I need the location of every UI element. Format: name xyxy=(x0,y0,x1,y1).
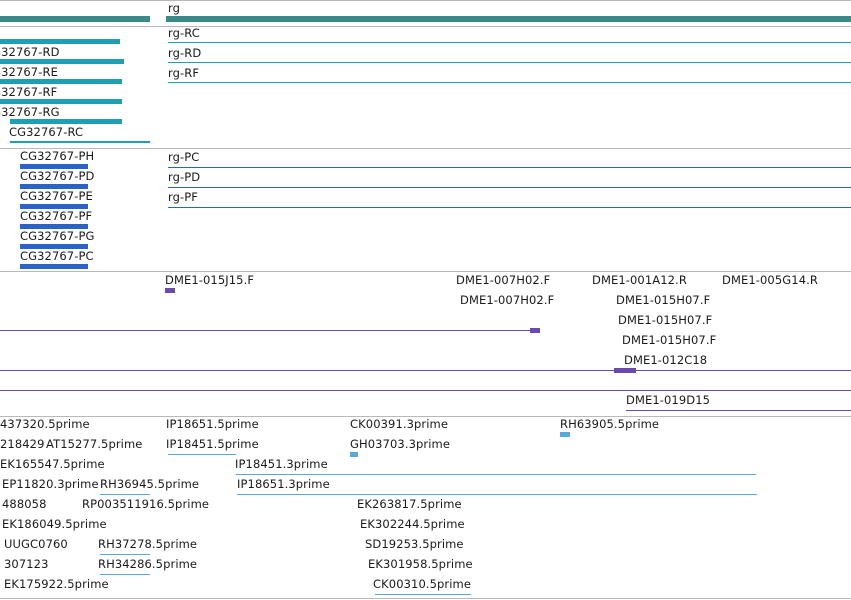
est-label[interactable]: DME1-012C18 xyxy=(624,353,708,367)
est-bar[interactable] xyxy=(165,288,175,293)
est-line[interactable] xyxy=(0,370,851,371)
gene-bar-rg[interactable] xyxy=(166,16,851,22)
cdna-line[interactable] xyxy=(100,574,150,575)
protein-label[interactable]: rg-PC xyxy=(168,150,200,164)
cdna-line[interactable] xyxy=(168,454,236,455)
transcript-bar[interactable] xyxy=(0,39,120,44)
est-label[interactable]: DME1-015H07.F xyxy=(616,293,711,307)
transcript-bar[interactable] xyxy=(0,99,122,104)
cdna-line[interactable] xyxy=(100,554,150,555)
est-label[interactable]: DME1-001A12.R xyxy=(592,273,687,287)
protein-label[interactable]: CG32767-PH xyxy=(20,149,95,163)
transcript-label[interactable]: CG32767-RG xyxy=(0,105,60,119)
est-label[interactable]: DME1-015J15.F xyxy=(165,273,255,287)
transcript-label[interactable]: CG32767-RC xyxy=(9,125,84,139)
cdna-label[interactable]: IP18651.3prime xyxy=(237,477,330,491)
protein-bar[interactable] xyxy=(20,244,88,249)
est-bar[interactable] xyxy=(614,368,636,373)
cdna-label[interactable]: EK263817.5prime xyxy=(357,497,462,511)
cdna-label[interactable]: 307123 xyxy=(4,557,49,571)
cdna-bar[interactable] xyxy=(350,452,358,457)
cdna-line[interactable] xyxy=(375,594,471,595)
transcript-label[interactable]: rg-RF xyxy=(168,66,200,80)
transcript-line[interactable] xyxy=(168,42,851,43)
protein-bar[interactable] xyxy=(20,164,88,169)
cdna-bar[interactable] xyxy=(560,432,570,437)
protein-bar[interactable] xyxy=(20,264,88,269)
cdna-label[interactable]: RH37278.5prime xyxy=(98,537,198,551)
cdna-label[interactable]: UUGC0760 xyxy=(4,537,68,551)
gene-label: rg xyxy=(168,1,181,15)
cdna-label[interactable]: IP18451.3prime xyxy=(235,457,328,471)
cdna-label[interactable]: 218429 xyxy=(0,437,45,451)
cdna-label[interactable]: RH63905.5prime xyxy=(560,417,660,431)
cdna-label[interactable]: IP18651.5prime xyxy=(166,417,259,431)
transcript-bar[interactable] xyxy=(10,119,122,124)
cdna-label[interactable]: EK165547.5prime xyxy=(0,457,105,471)
cdna-label[interactable]: CK00310.5prime xyxy=(373,577,472,591)
protein-line[interactable] xyxy=(168,187,851,188)
est-label[interactable]: DME1-007H02.F xyxy=(460,293,555,307)
protein-label[interactable]: CG32767-PE xyxy=(20,189,93,203)
cdna-label[interactable]: SD19253.5prime xyxy=(365,537,464,551)
cdna-label[interactable]: 488058 xyxy=(2,497,47,511)
cdna-label[interactable]: EK186049.5prime xyxy=(2,517,107,531)
protein-label[interactable]: rg-PF xyxy=(168,190,199,204)
cdna-label[interactable]: IP18451.5prime xyxy=(166,437,259,451)
transcript-label[interactable]: rg-RD xyxy=(168,46,202,60)
cdna-label[interactable]: RP003511916.5prime xyxy=(82,497,210,511)
protein-label[interactable]: CG32767-PC xyxy=(20,249,94,263)
est-bar[interactable] xyxy=(530,328,540,333)
cdna-label[interactable]: RH34286.5prime xyxy=(98,557,198,571)
est-line[interactable] xyxy=(0,330,540,331)
est-label[interactable]: DME1-015H07.F xyxy=(618,313,713,327)
cdna-label[interactable]: EK302244.5prime xyxy=(360,517,465,531)
cdna-label[interactable]: 437320.5prime xyxy=(0,417,90,431)
est-line[interactable] xyxy=(0,390,851,391)
cdna-line[interactable] xyxy=(100,494,150,495)
transcript-label[interactable]: rg-RC xyxy=(168,26,200,40)
est-line[interactable] xyxy=(626,410,851,411)
est-label[interactable]: DME1-019D15 xyxy=(626,393,711,407)
protein-label[interactable]: CG32767-PF xyxy=(20,209,93,223)
transcript-bar[interactable] xyxy=(10,141,150,143)
cdna-label[interactable]: AT15277.5prime xyxy=(46,437,143,451)
protein-bar[interactable] xyxy=(20,184,88,189)
protein-label[interactable]: CG32767-PD xyxy=(20,169,95,183)
transcript-label[interactable]: CG32767-RE xyxy=(0,65,58,79)
transcript-bar[interactable] xyxy=(0,79,122,84)
protein-label[interactable]: rg-PD xyxy=(168,170,201,184)
est-label[interactable]: DME1-007H02.F xyxy=(456,273,551,287)
protein-bar[interactable] xyxy=(20,204,88,209)
cdna-label[interactable]: EP11820.3prime xyxy=(2,477,99,491)
cdna-line[interactable] xyxy=(236,474,756,475)
cdna-label[interactable]: EK175922.5prime xyxy=(4,577,109,591)
transcript-line[interactable] xyxy=(168,82,851,83)
est-label[interactable]: DME1-015H07.F xyxy=(622,333,717,347)
cdna-label[interactable]: GH03703.3prime xyxy=(350,437,451,451)
cdna-label[interactable]: EK301958.5prime xyxy=(368,557,473,571)
protein-line[interactable] xyxy=(168,207,851,208)
protein-label[interactable]: CG32767-PG xyxy=(20,229,95,243)
protein-bar[interactable] xyxy=(20,224,88,229)
transcript-line[interactable] xyxy=(168,62,851,63)
protein-line[interactable] xyxy=(168,167,851,168)
transcript-bar[interactable] xyxy=(0,59,124,64)
cdna-line[interactable] xyxy=(237,494,757,495)
transcript-label[interactable]: CG32767-RD xyxy=(0,45,60,59)
cdna-label[interactable]: RH36945.5prime xyxy=(100,477,200,491)
est-label[interactable]: DME1-005G14.R xyxy=(722,273,818,287)
cdna-label[interactable]: CK00391.3prime xyxy=(350,417,449,431)
transcript-label[interactable]: CG32767-RF xyxy=(0,85,58,99)
gene-bar-left[interactable] xyxy=(0,16,150,22)
